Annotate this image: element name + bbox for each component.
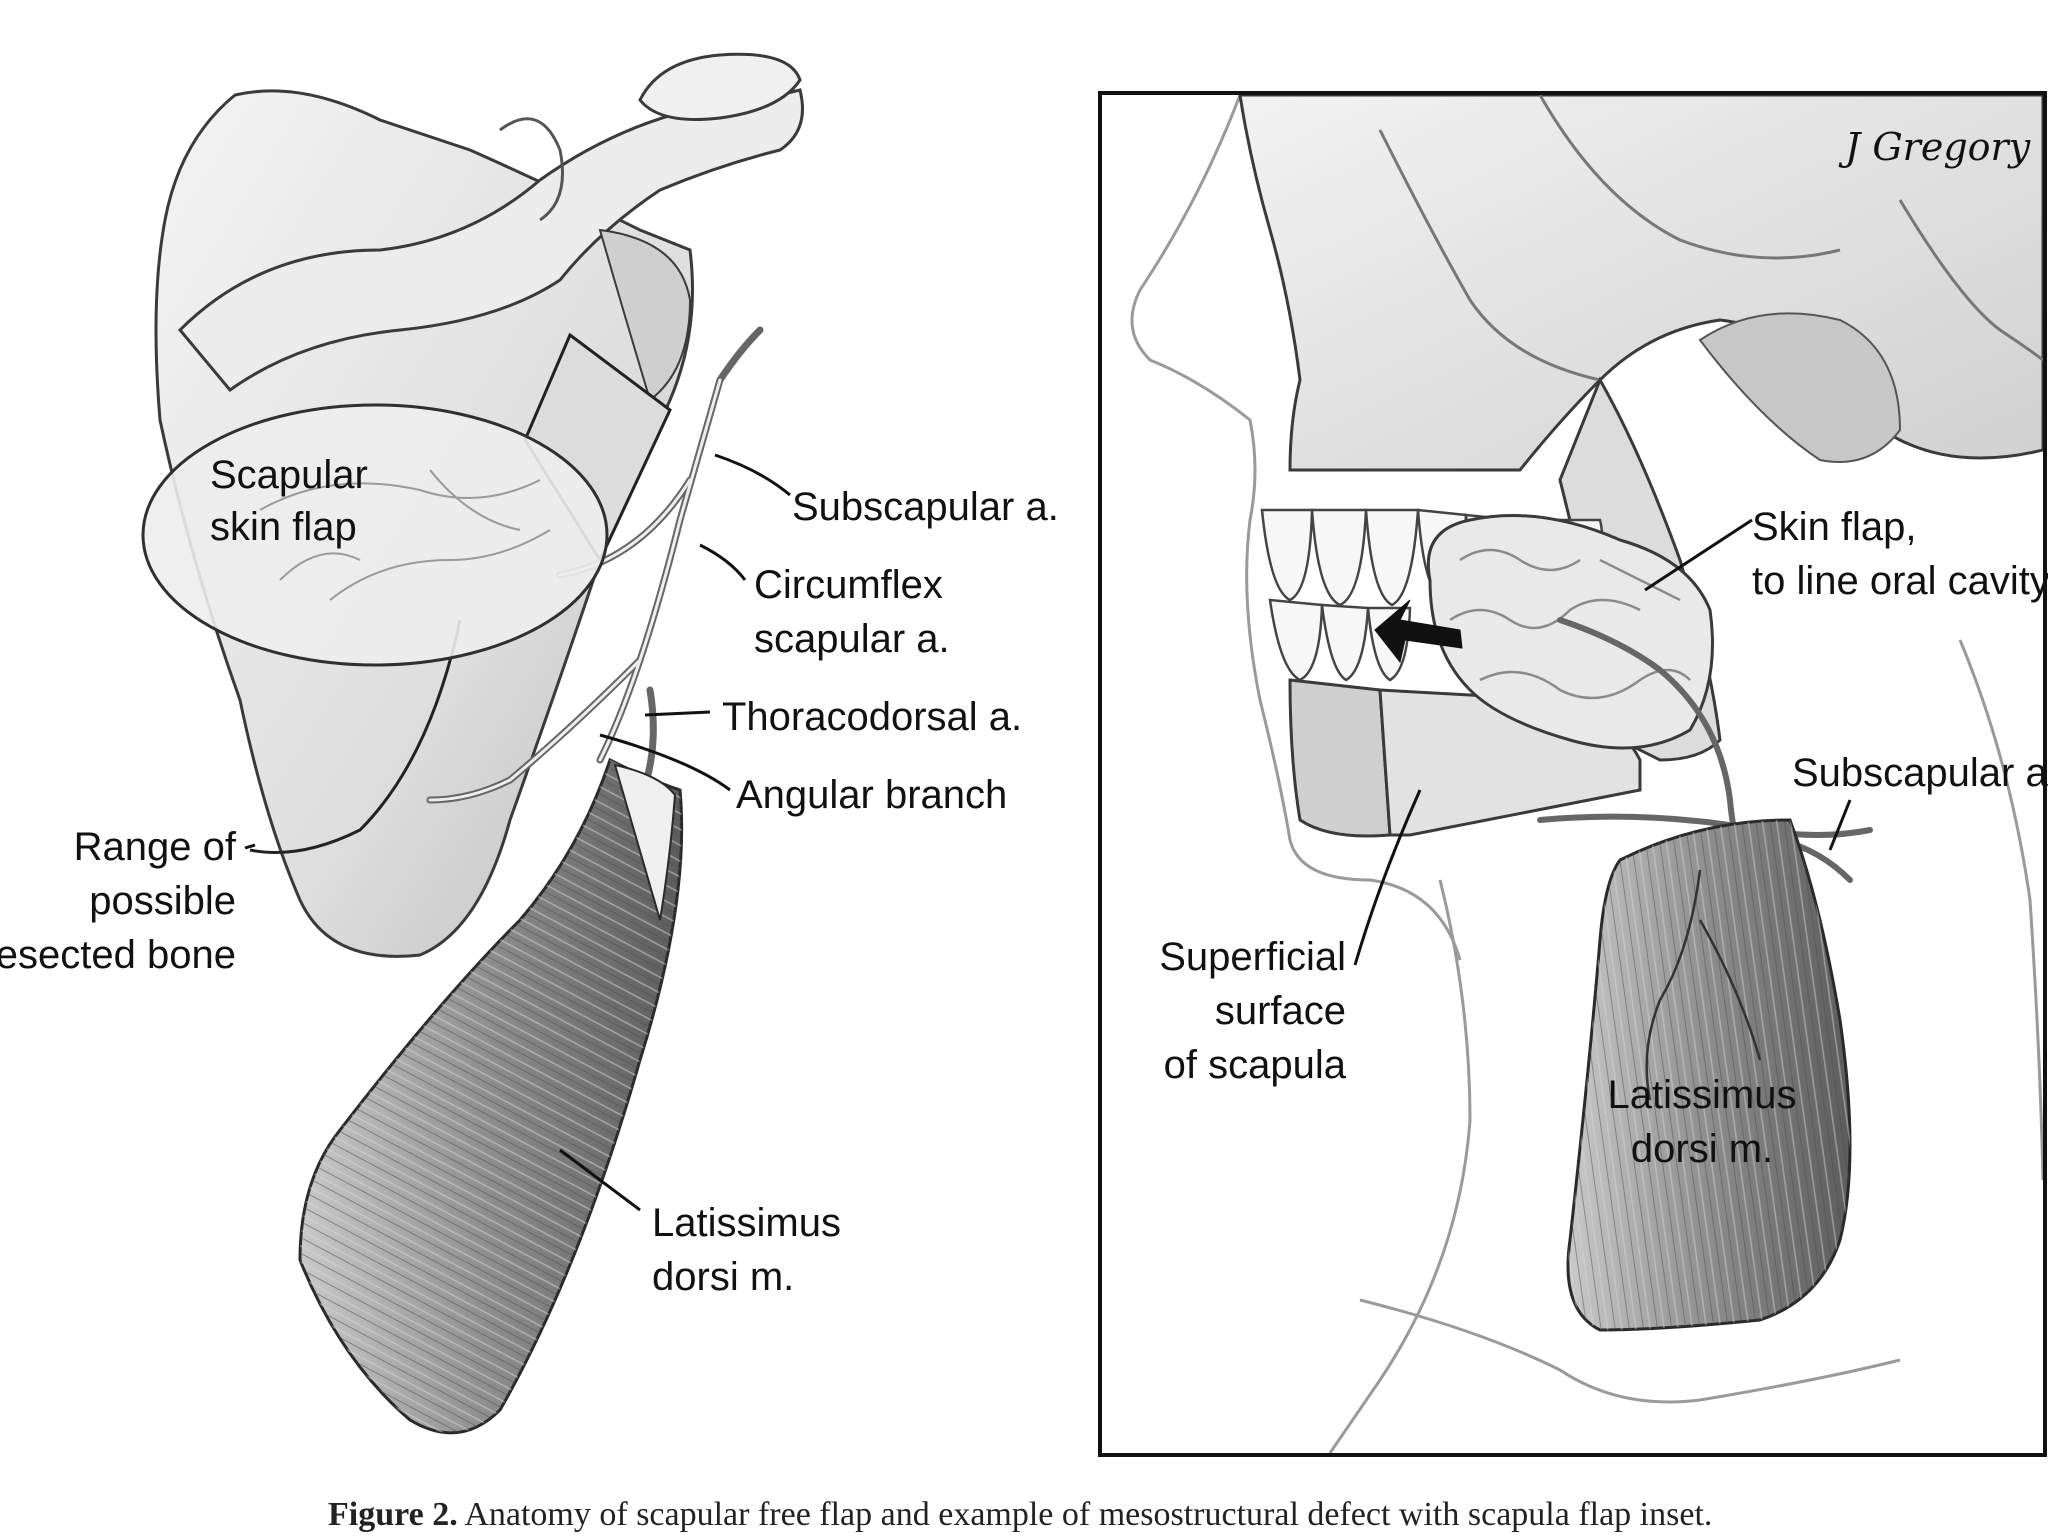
label-range-1: Range of: [74, 825, 237, 869]
left-leaders: [244, 453, 791, 1212]
right-labels: Skin flap, to line oral cavity Subscapul…: [1159, 505, 2048, 1171]
face-profile: [1130, 95, 1462, 961]
acromion-process: [177, 88, 804, 393]
label-thoracodorsal: Thoracodorsal a.: [722, 695, 1022, 739]
scapular-skin-flap: [141, 403, 609, 667]
coracoid-process: [638, 52, 802, 122]
label-range-3: resected bone: [0, 933, 236, 977]
label-latissimus-right-2: dorsi m.: [1631, 1127, 1773, 1171]
insertion-arrow: [1374, 599, 1463, 664]
label-superficial-3: of scapula: [1164, 1043, 1347, 1087]
figure-number: Figure 2.: [328, 1496, 458, 1533]
label-subscapular-left: Subscapular a.: [792, 485, 1059, 529]
right-leaders: [1353, 518, 1852, 966]
label-angular-branch: Angular branch: [736, 773, 1007, 817]
scapula-graft-mandible: [1288, 678, 1392, 838]
label-range-2: possible: [89, 879, 236, 923]
figure-caption-text: Anatomy of scapular free flap and exampl…: [464, 1496, 1713, 1533]
label-latissimus-left-2: dorsi m.: [652, 1255, 794, 1299]
label-skin-flap-1: Skin flap,: [1752, 505, 1917, 549]
label-subscapular-right: Subscapular a.: [1792, 751, 2048, 795]
figure-caption: Figure 2. Anatomy of scapular free flap …: [328, 1496, 2028, 1536]
label-scapular-skin-flap-1: Scapular: [210, 453, 368, 497]
label-latissimus-left-1: Latissimus: [652, 1201, 841, 1245]
label-superficial-1: Superficial: [1159, 935, 1346, 979]
left-illustration: [141, 52, 804, 1435]
label-latissimus-right-1: Latissimus: [1608, 1073, 1797, 1117]
label-scapular-skin-flap-2: skin flap: [210, 505, 357, 549]
skin-flap-oral: [1426, 514, 1714, 750]
right-panel: J Gregory '09 Skin flap, to line oral ca…: [1098, 91, 2048, 1457]
artist-signature: J Gregory '09: [1838, 125, 2048, 169]
resection-range-line: [249, 619, 462, 854]
label-skin-flap-2: to line oral cavity: [1752, 559, 2048, 603]
label-circumflex-1: Circumflex: [754, 563, 943, 607]
label-superficial-2: surface: [1215, 989, 1346, 1033]
label-circumflex-2: scapular a.: [754, 617, 950, 661]
left-labels: Scapular skin flap Subscapular a. Circum…: [0, 453, 1059, 1299]
